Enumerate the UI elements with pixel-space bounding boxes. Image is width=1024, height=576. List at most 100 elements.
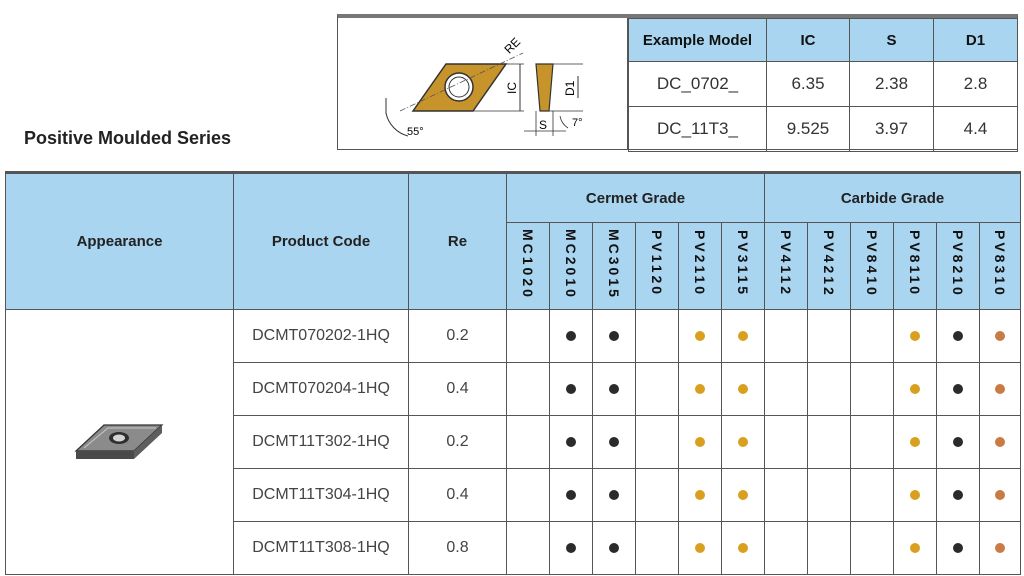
s-label: S <box>539 118 547 132</box>
angle-arc <box>385 112 409 137</box>
grade-cell-pv4112 <box>764 521 808 575</box>
black-dot-icon <box>609 542 619 553</box>
grade-table: Appearance Product Code Re Cermet Grade … <box>5 171 1022 575</box>
black-dot-icon <box>566 436 576 447</box>
grade-label: PV8210 <box>950 230 966 298</box>
grade-cell-pv8410 <box>850 415 894 469</box>
grade-cell-pv4112 <box>764 415 808 469</box>
grade-cell-pv4112 <box>764 309 808 363</box>
grade-cell-mc2010 <box>549 415 593 469</box>
insert-spec-panel: RE IC 55° D1 S 7° Exam <box>337 14 1018 152</box>
grade-cell-pv3115 <box>721 309 765 363</box>
gold-dot-icon <box>910 542 920 553</box>
black-dot-icon <box>953 542 963 553</box>
example-ic-cell: 6.35 <box>766 61 850 107</box>
grade-header-pv3115: PV3115 <box>721 222 765 310</box>
gold-dot-icon <box>695 436 705 447</box>
grade-cell-mc3015 <box>592 521 636 575</box>
insert-side-view-shape <box>535 63 554 112</box>
grade-cell-mc2010 <box>549 521 593 575</box>
grade-cell-pv2110 <box>678 521 722 575</box>
grade-cell-pv8210 <box>936 309 980 363</box>
product-code-cell: DCMT11T302-1HQ <box>233 415 409 469</box>
grade-header-mc2010: MC2010 <box>549 222 593 310</box>
grade-cell-pv2110 <box>678 362 722 416</box>
grade-label: MC3015 <box>606 228 622 300</box>
re-cell: 0.2 <box>408 309 507 363</box>
grade-label: PV4212 <box>821 230 837 298</box>
example-row: DC_11T3_ 9.525 3.97 4.4 <box>628 106 1018 152</box>
grade-label: PV2110 <box>692 230 708 298</box>
center-line <box>399 52 524 112</box>
example-model-table: Example Model IC S D1 DC_0702_ 6.35 2.38… <box>628 18 1018 152</box>
grade-cell-pv8410 <box>850 468 894 522</box>
grade-cell-mc3015 <box>592 415 636 469</box>
grade-cell-pv8410 <box>850 521 894 575</box>
grade-header-mc1020: MC1020 <box>506 222 550 310</box>
grade-label: PV3115 <box>735 230 751 298</box>
re-cell: 0.4 <box>408 468 507 522</box>
black-dot-icon <box>953 489 963 500</box>
ic-label: IC <box>505 82 519 94</box>
copper-dot-icon <box>995 542 1006 553</box>
grade-cell-pv3115 <box>721 415 765 469</box>
grade-cell-pv8410 <box>850 362 894 416</box>
grade-cell-pv8410 <box>850 309 894 363</box>
re-cell: 0.2 <box>408 415 507 469</box>
grade-cell-pv2110 <box>678 415 722 469</box>
grade-cell-pv8110 <box>893 309 937 363</box>
grade-cell-mc1020 <box>506 521 550 575</box>
header-product-code: Product Code <box>233 171 409 310</box>
grade-label: MC2010 <box>563 228 579 300</box>
product-code-cell: DCMT11T308-1HQ <box>233 521 409 575</box>
grade-cell-pv8210 <box>936 468 980 522</box>
grade-cell-pv2110 <box>678 309 722 363</box>
grade-cell-pv8310 <box>978 468 1022 522</box>
grade-cell-pv4112 <box>764 468 808 522</box>
grade-header-pv2110: PV2110 <box>678 222 722 310</box>
copper-dot-icon <box>995 489 1006 500</box>
header-s: S <box>849 18 934 62</box>
grade-cell-pv8110 <box>893 521 937 575</box>
insert-hole-inner <box>448 76 470 98</box>
insert-drawing: RE IC 55° D1 S 7° <box>385 35 583 138</box>
header-d1: D1 <box>933 18 1018 62</box>
product-code-cell: DCMT070202-1HQ <box>233 309 409 363</box>
example-ic-cell: 9.525 <box>766 106 850 152</box>
angle-55-label: 55° <box>407 126 424 138</box>
example-row: DC_0702_ 6.35 2.38 2.8 <box>628 61 1018 107</box>
grade-cell-mc2010 <box>549 468 593 522</box>
gold-dot-icon <box>910 330 920 341</box>
grade-cell-pv2110 <box>678 468 722 522</box>
grade-cell-pv8310 <box>978 415 1022 469</box>
grade-cell-mc2010 <box>549 309 593 363</box>
gold-dot-icon <box>695 489 705 500</box>
example-header-row: Example Model IC S D1 <box>628 18 1018 62</box>
grade-header-pv4212: PV4212 <box>807 222 851 310</box>
grade-cell-pv8210 <box>936 521 980 575</box>
grade-header-pv4112: PV4112 <box>764 222 808 310</box>
header-row-grades: MC1020 MC2010 MC3015 PV1120 PV2110 PV311… <box>6 222 1022 310</box>
black-dot-icon <box>609 330 619 341</box>
example-s-cell: 2.38 <box>849 61 934 107</box>
black-dot-icon <box>953 436 963 447</box>
grade-cell-mc3015 <box>592 362 636 416</box>
black-dot-icon <box>566 489 576 500</box>
grade-label: PV8110 <box>907 230 923 298</box>
insert-photo-icon <box>73 423 164 459</box>
insert-geometry-diagram: RE IC 55° D1 S 7° <box>338 18 628 150</box>
grade-cell-pv1120 <box>635 521 679 575</box>
gold-dot-icon <box>695 383 705 394</box>
black-dot-icon <box>609 489 619 500</box>
angle-7-label: 7° <box>572 117 583 129</box>
grade-cell-pv4212 <box>807 521 851 575</box>
copper-dot-icon <box>995 383 1006 394</box>
gold-dot-icon <box>738 383 748 394</box>
black-dot-icon <box>953 383 963 394</box>
table-row: DCMT070202-1HQ 0.2 <box>5 309 1022 575</box>
black-dot-icon <box>566 542 576 553</box>
grade-cell-mc2010 <box>549 362 593 416</box>
grade-cell-pv1120 <box>635 415 679 469</box>
grade-cell-mc1020 <box>506 415 550 469</box>
gold-dot-icon <box>910 489 920 500</box>
